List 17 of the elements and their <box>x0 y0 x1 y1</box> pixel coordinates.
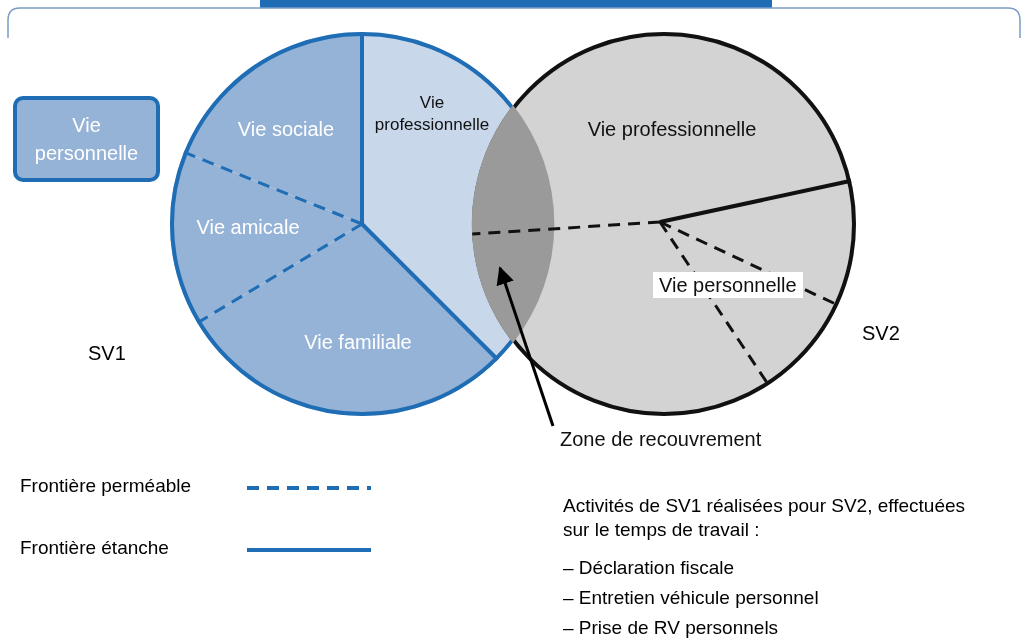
sector-label: Vie amicale <box>183 214 313 240</box>
sector-label: Vie personnelle <box>653 272 803 298</box>
sector-label: Vie professionnelle <box>368 92 496 136</box>
set-label: SV1 <box>88 341 126 366</box>
note-text: – Déclaration fiscale <box>563 556 735 580</box>
note-text: – Prise de RV personnels <box>563 616 779 640</box>
callout-text: Zone de recouvrement <box>560 426 762 452</box>
category-box: Vie personnelle <box>13 96 160 182</box>
arrow <box>496 266 555 427</box>
sector-label: Vie familiale <box>283 329 433 355</box>
note-text: – Entretien véhicule personnel <box>563 586 819 610</box>
legend-label: Frontière étanche <box>20 536 169 560</box>
set-label: SV2 <box>862 321 900 346</box>
sector-label: Vie sociale <box>221 116 351 142</box>
note-text: Activités de SV1 réalisées pour SV2, effectuées sur le temps de travail : <box>563 494 967 542</box>
legend-label: Frontière perméable <box>20 474 192 498</box>
sector-label: Vie professionnelle <box>572 116 772 142</box>
